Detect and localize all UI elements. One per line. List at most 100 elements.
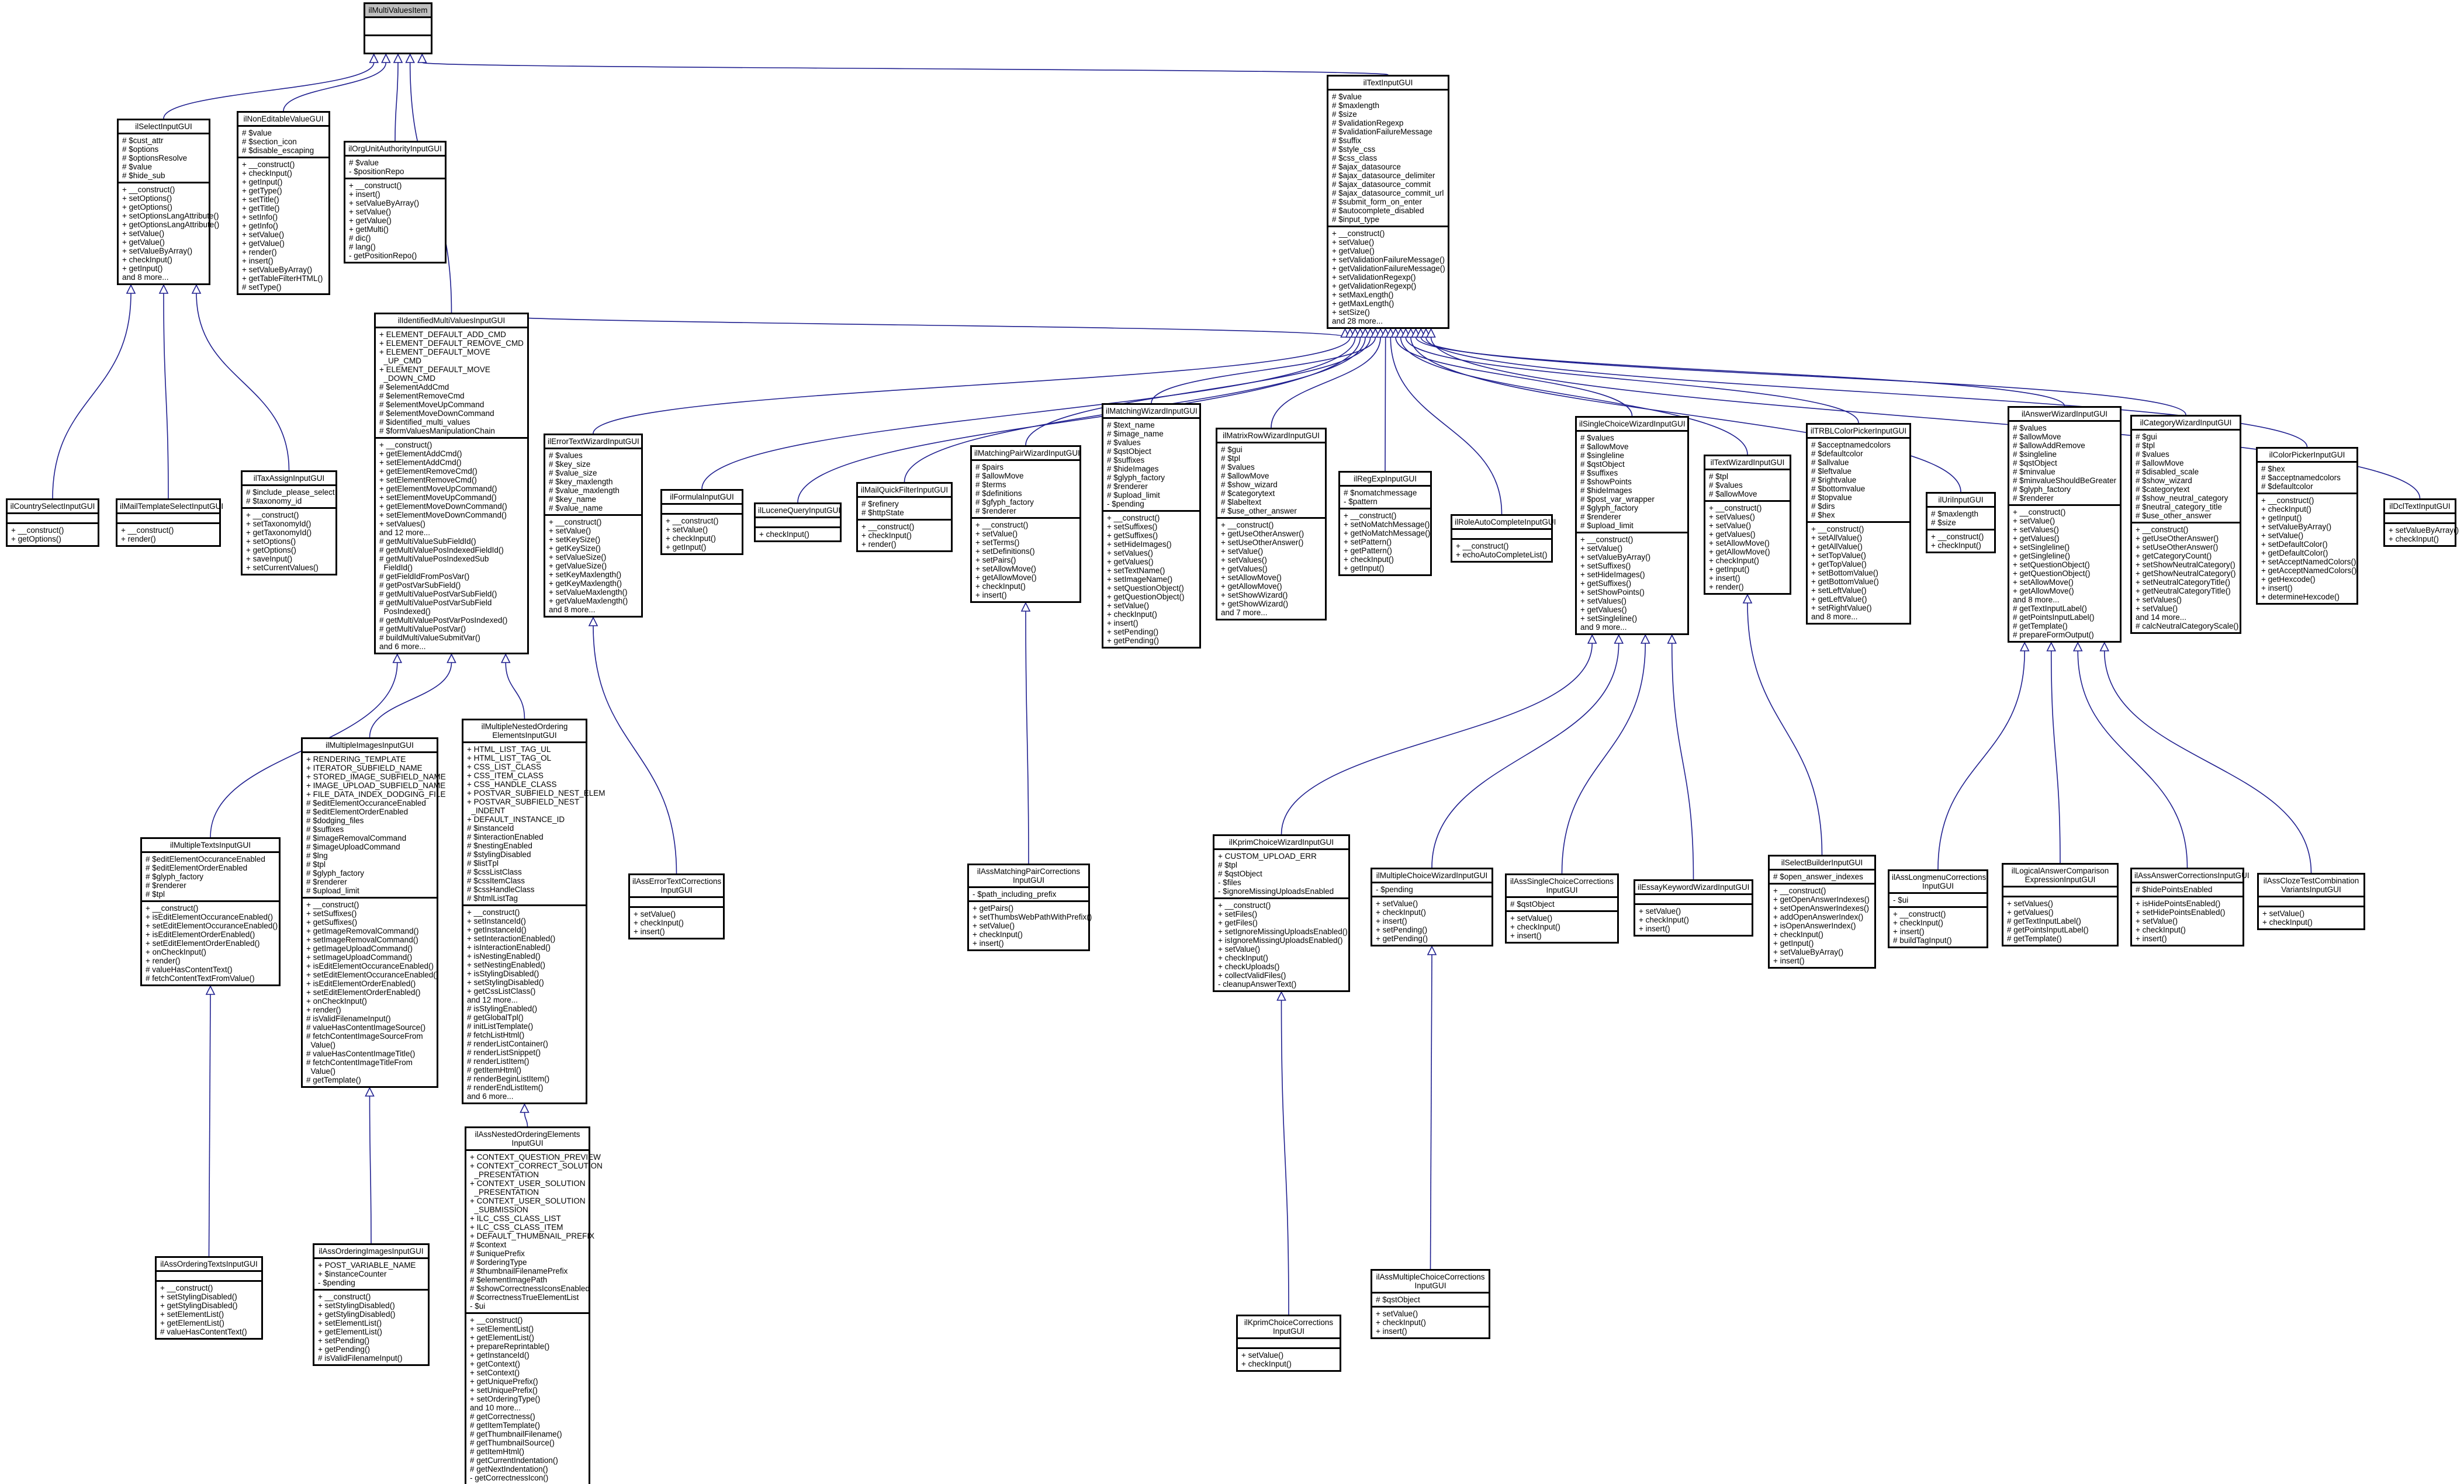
attribute-line: # $gui xyxy=(2136,432,2157,441)
class-box-il-kprim-choice-corrections-input-gui[interactable]: ilKprimChoiceCorrections InputGUI+ setVa… xyxy=(1236,1315,1341,1372)
class-box-il-org-unit-authority-input-gui[interactable]: ilOrgUnitAuthorityInputGUI# $value- $pos… xyxy=(344,141,447,263)
class-box-il-country-select-input-gui[interactable]: ilCountrySelectInputGUI+ __construct()+ … xyxy=(6,498,99,547)
class-box-il-ass-answer-corrections-input-gui[interactable]: ilAssAnswerCorrectionsInputGUI# $hidePoi… xyxy=(2130,868,2250,946)
method-line: + setHideImages() xyxy=(1107,540,1172,549)
class-attributes: # $tpl# $values# $allowMove xyxy=(1705,470,1790,502)
class-attributes: # $include_please_select# $taxonomy_id xyxy=(243,486,335,509)
class-box-il-color-picker-input-gui[interactable]: ilColorPickerInputGUI# $hex# $acceptname… xyxy=(2256,447,2358,605)
class-box-il-logical-answer-comparison-expression-input-gui[interactable]: ilLogicalAnswerComparison ExpressionInpu… xyxy=(2002,863,2119,946)
method-line: + insert() xyxy=(1510,931,1542,940)
class-box-il-dcl-text-input-gui[interactable]: ilDclTextInputGUI+ setValueByArray()+ ch… xyxy=(2383,498,2459,547)
class-box-il-select-builder-input-gui[interactable]: ilSelectBuilderInputGUI# $open_answer_in… xyxy=(1768,855,1876,969)
class-box-il-answer-wizard-input-gui[interactable]: ilAnswerWizardInputGUI# $values# $allowM… xyxy=(2008,406,2122,643)
class-box-il-tax-assign-input-gui[interactable]: ilTaxAssignInputGUI# $include_please_sel… xyxy=(241,470,337,575)
method-line: Value() xyxy=(306,1041,336,1049)
class-box-il-kprim-choice-wizard-input-gui[interactable]: ilKprimChoiceWizardInputGUI+ CUSTOM_UPLO… xyxy=(1213,834,1350,992)
method-line: + setOptions() xyxy=(246,537,296,546)
class-box-il-select-input-gui[interactable]: ilSelectInputGUI# $cust_attr# $options# … xyxy=(117,119,219,285)
method-line: + getValues() xyxy=(2013,534,2060,543)
inheritance-edge xyxy=(1671,643,1694,880)
method-line: + setImageName() xyxy=(1107,575,1173,584)
attribute-line: _SUBMISSION xyxy=(470,1205,528,1214)
class-box-il-multiple-images-input-gui[interactable]: ilMultipleImagesInputGUI+ RENDERING_TEMP… xyxy=(301,737,446,1088)
class-box-il-ass-ordering-texts-input-gui[interactable]: ilAssOrderingTextsInputGUI+ __construct(… xyxy=(155,1256,263,1340)
class-box-il-multi-values-item[interactable]: ilMultiValuesItem xyxy=(364,2,432,54)
class-methods: + __construct()+ getUseOtherAnswer()+ se… xyxy=(2132,523,2240,632)
class-box-il-ass-single-choice-corrections-input-gui[interactable]: ilAssSingleChoiceCorrections InputGUI# $… xyxy=(1505,873,1619,944)
class-box-il-ass-multiple-choice-corrections-input-gui[interactable]: ilAssMultipleChoiceCorrections InputGUI#… xyxy=(1371,1269,1490,1339)
class-title: ilUriInputGUI xyxy=(1927,494,1994,508)
inheritance-arrowhead xyxy=(381,53,391,63)
method-line: + __construct() xyxy=(121,526,174,535)
class-box-il-mail-quick-filter-input-gui[interactable]: ilMailQuickFilterInputGUI# $refinery# $h… xyxy=(856,482,953,552)
method-line: + checkInput() xyxy=(1376,1318,1426,1327)
class-methods: + __construct()+ setTaxonomyId()+ getTax… xyxy=(243,509,335,574)
class-box-il-non-editable-value-gui[interactable]: ilNonEditableValueGUI# $value# $section_… xyxy=(237,111,330,295)
method-line: + getKeyMaxlength() xyxy=(549,579,622,588)
class-box-il-error-text-wizard-input-gui[interactable]: ilErrorTextWizardInputGUI# $values# $key… xyxy=(544,434,643,618)
class-attributes: # $text_name# $image_name# $values# $qst… xyxy=(1103,419,1199,512)
method-line: + getElementAddCmd() xyxy=(379,449,462,458)
class-box-il-single-choice-wizard-input-gui[interactable]: ilSingleChoiceWizardInputGUI# $values# $… xyxy=(1575,416,1689,635)
class-box-il-multiple-texts-input-gui[interactable]: ilMultipleTextsInputGUI# $editElementOcc… xyxy=(140,837,281,986)
class-box-il-ass-matching-pair-corrections-input-gui[interactable]: ilAssMatchingPairCorrections InputGUI- $… xyxy=(967,864,1092,951)
method-line: + setHidePointsEnabled() xyxy=(2136,908,2226,917)
class-box-il-formula-input-gui[interactable]: ilFormulaInputGUI+ __construct()+ setVal… xyxy=(660,489,743,555)
method-line: + setValue() xyxy=(1241,1351,1284,1360)
class-box-il-category-wizard-input-gui[interactable]: ilCategoryWizardInputGUI# $gui# $tpl# $v… xyxy=(2130,415,2241,634)
method-line: + checkInput() xyxy=(1344,555,1394,564)
attribute-line: + POSTVAR_SUBFIELD_NEST xyxy=(467,798,580,806)
method-line: + setValues() xyxy=(379,519,425,528)
method-line: - getPositionRepo() xyxy=(349,251,417,260)
attribute-line: + ELEMENT_DEFAULT_REMOVE_CMD xyxy=(379,339,524,348)
method-line: + getPending() xyxy=(318,1345,370,1354)
method-line: # getCorrectness() xyxy=(470,1412,535,1421)
class-box-il-matching-wizard-input-gui[interactable]: ilMatchingWizardInputGUI# $text_name# $i… xyxy=(1102,403,1201,649)
class-attributes: - $ui xyxy=(1889,894,1987,908)
method-line: + checkInput() xyxy=(2389,535,2439,543)
class-methods: + __construct()+ setSuffixes()+ getSuffi… xyxy=(303,899,438,1086)
class-box-il-reg-exp-input-gui[interactable]: ilRegExpInputGUI# $nomatchmessage- $patt… xyxy=(1338,471,1432,576)
class-box-il-ass-cloze-test-combination-variants-input-gui[interactable]: ilAssClozeTestCombination VariantsInputG… xyxy=(2257,873,2365,930)
class-box-il-identified-multi-values-input-gui[interactable]: ilIdentifiedMultiValuesInputGUI+ ELEMENT… xyxy=(374,313,529,654)
method-line: + checkInput() xyxy=(666,534,716,543)
class-box-il-multiple-nested-ordering-elements-input-gui[interactable]: ilMultipleNestedOrdering ElementsInputGU… xyxy=(462,719,605,1104)
attribute-line: + IMAGE_UPLOAD_SUBFIELD_NAME xyxy=(306,781,446,790)
inheritance-edge xyxy=(1410,337,1961,493)
method-line: + setTaxonomyId() xyxy=(246,519,312,528)
method-line: + getInput() xyxy=(1773,939,1814,948)
class-box-il-matrix-row-wizard-input-gui[interactable]: ilMatrixRowWizardInputGUI# $gui# $tpl# $… xyxy=(1216,428,1327,620)
method-line: + getAllowMove() xyxy=(1221,582,1282,591)
class-attributes xyxy=(2259,897,2363,907)
class-box-il-ass-longmenu-corrections-input-gui[interactable]: ilAssLongmenuCorrections InputGUI- $ui+ … xyxy=(1888,869,1988,948)
class-box-il-uri-input-gui[interactable]: ilUriInputGUI# $maxlength# $size+ __cons… xyxy=(1926,492,1996,553)
method-line: + __construct() xyxy=(146,904,199,913)
class-box-il-mail-template-select-input-gui[interactable]: ilMailTemplateSelectInputGUI+ __construc… xyxy=(116,498,223,547)
method-line: + setTextName() xyxy=(1107,566,1165,575)
class-box-il-text-wizard-input-gui[interactable]: ilTextWizardInputGUI# $tpl# $values# $al… xyxy=(1704,455,1791,595)
class-box-il-ass-error-text-corrections-input-gui[interactable]: ilAssErrorTextCorrections InputGUI+ setV… xyxy=(628,873,725,939)
class-box-il-essay-keyword-wizard-input-gui[interactable]: ilEssayKeywordWizardInputGUI+ setValue()… xyxy=(1634,879,1753,937)
class-box-il-lucene-query-input-gui[interactable]: ilLuceneQueryInputGUI+ checkInput() xyxy=(754,502,842,542)
attribute-line: # $gui xyxy=(1221,445,1243,454)
class-box-il-role-auto-complete-input-gui[interactable]: ilRoleAutoCompleteInputGUI+ __construct(… xyxy=(1451,514,1556,563)
attribute-line: # $lng xyxy=(306,851,328,860)
method-line: + setElementList() xyxy=(318,1319,382,1327)
method-line: + render() xyxy=(121,535,156,543)
method-line: + insert() xyxy=(1709,574,1740,582)
method-line: + getValues() xyxy=(1221,564,1268,573)
method-line: + getUniquePrefix() xyxy=(470,1377,538,1386)
method-line: # calcNeutralCategoryScale() xyxy=(2136,622,2239,630)
class-box-il-multiple-choice-wizard-input-gui[interactable]: ilMultipleChoiceWizardInputGUI- $pending… xyxy=(1371,868,1493,946)
class-box-il-text-input-gui[interactable]: ilTextInputGUI# $value# $maxlength# $siz… xyxy=(1327,75,1449,329)
method-line: + __construct() xyxy=(1709,504,1762,512)
attribute-line: # $elementAddCmd xyxy=(379,383,449,391)
class-box-il-trblcolor-picker-input-gui[interactable]: ilTRBLColorPickerInputGUI# $acceptnamedc… xyxy=(1806,423,1911,625)
method-line: + echoAutoCompleteList() xyxy=(1456,550,1548,559)
attribute-line: # $upload_limit xyxy=(1580,521,1634,530)
class-box-il-ass-ordering-images-input-gui[interactable]: ilAssOrderingImagesInputGUI+ POST_VARIAB… xyxy=(313,1243,430,1366)
attribute-line: # $show_neutral_category xyxy=(2136,494,2228,502)
class-box-il-matching-pair-wizard-input-gui[interactable]: ilMatchingPairWizardInputGUI# $pairs# $a… xyxy=(970,445,1081,603)
inheritance-edge xyxy=(283,62,387,112)
class-box-il-ass-nested-ordering-elements-input-gui[interactable]: ilAssNestedOrderingElements InputGUI+ CO… xyxy=(465,1126,603,1484)
